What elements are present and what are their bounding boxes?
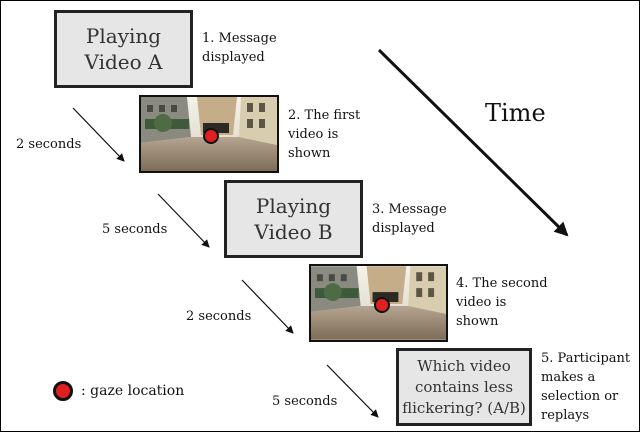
step-arrow [157, 193, 210, 248]
video-frame-b [309, 264, 448, 342]
delay-label-2: 5 seconds [102, 222, 168, 237]
step-arrow [72, 107, 125, 162]
delay-label-4: 5 seconds [272, 394, 338, 409]
time-arrow [377, 48, 569, 237]
message-line: contains less [414, 377, 514, 396]
message-box-playing-video-b: Playing Video B [224, 180, 363, 258]
video-frame-a [139, 95, 279, 173]
gaze-marker [203, 128, 219, 144]
step-arrow [326, 364, 379, 418]
message-line: flickering? (A/B) [402, 398, 526, 417]
delay-label-1: 2 seconds [16, 137, 82, 152]
delay-label-3: 2 seconds [186, 309, 252, 324]
step-5-caption: 5. Participant makes a selection or repl… [541, 351, 631, 423]
message-line: Which video [417, 356, 511, 375]
step-4-caption: 4. The second video is shown [456, 276, 548, 329]
time-label: Time [485, 99, 546, 127]
step-1-caption: 1. Message displayed [202, 31, 277, 65]
step-3-caption: 3. Message displayed [372, 202, 447, 236]
message-box-playing-video-a: Playing Video A [54, 10, 193, 88]
message-box-question: Which video contains less flickering? (A… [396, 348, 532, 426]
step-2-caption: 2. The first video is shown [288, 108, 361, 161]
gaze-marker [374, 297, 390, 313]
step-arrow [241, 279, 294, 334]
gaze-legend-marker [53, 381, 73, 401]
message-line: Video B [254, 220, 333, 244]
message-line: Playing [85, 24, 162, 48]
legend: : gaze location [53, 381, 184, 401]
legend-text: : gaze location [81, 383, 185, 399]
message-line: Playing [255, 194, 332, 218]
message-line: Video A [84, 50, 163, 74]
